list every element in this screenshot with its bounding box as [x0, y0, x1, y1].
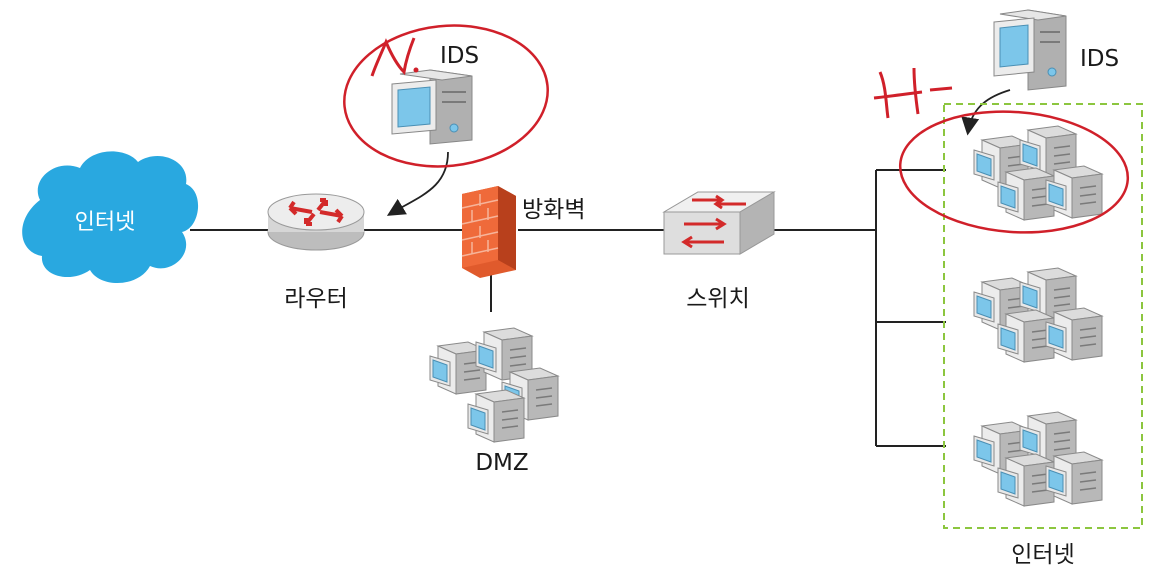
network-ids-server-icon	[391, 69, 473, 145]
network-ids-handwritten-mark	[370, 37, 419, 77]
host-ids-highlight-circle	[898, 110, 1130, 234]
internal-pc-cluster-2	[974, 268, 1102, 362]
internet-cloud: 인터넷	[22, 151, 199, 284]
host-ids-handwritten-mark	[873, 67, 953, 119]
switch-icon	[662, 191, 776, 255]
router-icon	[267, 193, 365, 251]
internal-network-label: 인터넷	[1011, 542, 1074, 568]
dmz-label: DMZ	[475, 450, 528, 476]
host-ids-label: IDS	[1080, 46, 1119, 72]
internal-network-zone	[943, 103, 1143, 529]
router-label: 라우터	[284, 286, 347, 312]
firewall-label: 방화벽	[522, 197, 585, 223]
host-ids-server-icon	[993, 9, 1067, 91]
switch-label: 스위치	[686, 286, 749, 312]
network-ids-arrow	[386, 151, 449, 216]
network-ids-label: IDS	[440, 43, 479, 69]
firewall-icon	[461, 186, 516, 278]
internal-pc-cluster-1	[974, 126, 1102, 220]
internal-pc-cluster-3	[974, 412, 1102, 506]
cloud-label: 인터넷	[75, 210, 136, 235]
dmz-server-cluster	[429, 327, 559, 443]
network-ids-highlight-circle	[343, 24, 549, 168]
